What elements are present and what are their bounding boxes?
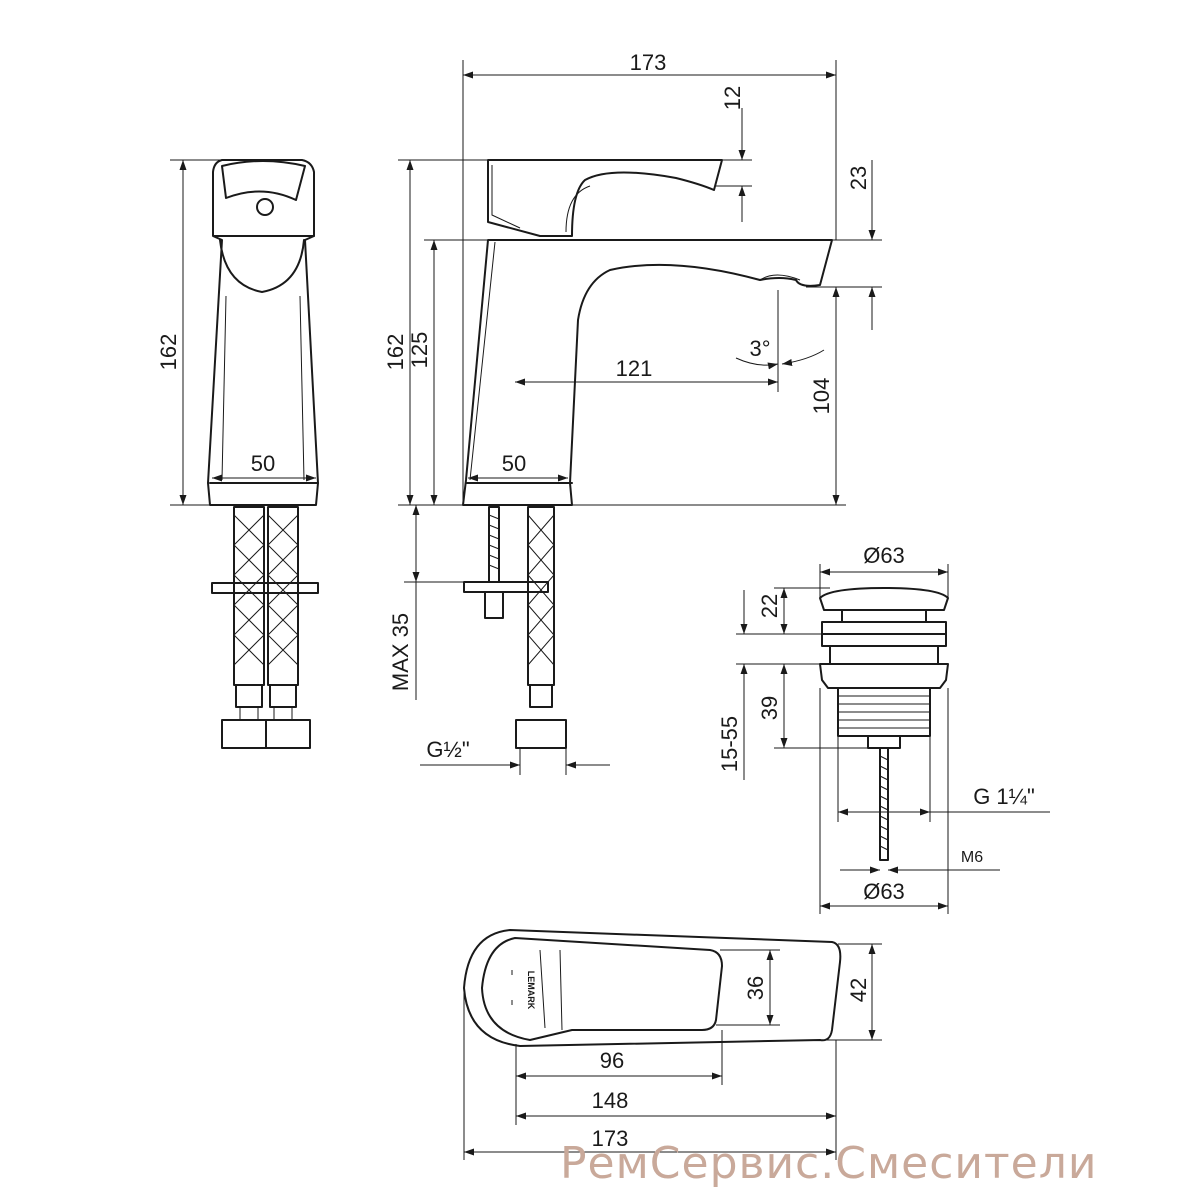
- top-brand-logo: LEMARK: [526, 971, 536, 1010]
- top-handle-outline: [481, 937, 723, 1041]
- drain-range-label: 15-55: [717, 716, 742, 772]
- drain-cap-height-label: 22: [757, 594, 782, 618]
- side-mount: [463, 506, 567, 749]
- front-view: 162 50: [156, 159, 319, 749]
- hose-thread-label: G½": [426, 737, 469, 762]
- front-inner-line: [221, 295, 305, 481]
- drain-cap: [819, 587, 949, 611]
- side-spout-height-label: 125: [407, 332, 432, 369]
- max-thickness-label: MAX 35: [388, 613, 413, 691]
- side-base-width-label: 50: [502, 451, 526, 476]
- top-96-label: 96: [600, 1048, 624, 1073]
- front-lever-curve: [219, 239, 305, 293]
- side-lever: [487, 159, 723, 237]
- watermark-text: РемСервис.Смесители: [560, 1138, 1098, 1189]
- side-angle-label: 3°: [749, 336, 770, 361]
- drain-top-dia-label: Ø63: [863, 543, 905, 568]
- front-body-outline: [207, 159, 319, 506]
- side-lever-23-label: 23: [846, 166, 871, 190]
- drain-body-height-label: 39: [757, 696, 782, 720]
- side-view: 173 12 23 162 125 121 3° 104: [383, 50, 882, 775]
- front-base-width-label: 50: [251, 451, 275, 476]
- drain-body: [819, 663, 949, 689]
- top-total-width-label: 42: [846, 978, 871, 1002]
- top-148-label: 148: [592, 1088, 629, 1113]
- side-height-label: 162: [383, 334, 408, 371]
- front-height-label: 162: [156, 334, 181, 371]
- top-body-outline: [463, 929, 842, 1047]
- side-reach-label: 121: [616, 356, 653, 381]
- drain-rod-label: M6: [961, 849, 983, 866]
- drain-thread-label: G 1¼": [973, 784, 1035, 809]
- top-173-label: 173: [592, 1126, 629, 1151]
- top-handle-width-label: 36: [743, 976, 768, 1000]
- top-view: LEMARK 36 42 96 148 173: [463, 929, 882, 1160]
- side-outlet-height-label: 104: [809, 378, 834, 415]
- side-body: [462, 239, 833, 506]
- front-hoses: [211, 506, 319, 749]
- drain-bottom-dia-label: Ø63: [863, 879, 905, 904]
- front-indicator-hole: [256, 198, 274, 216]
- side-lever-12-label: 12: [720, 86, 745, 110]
- front-handle-cap: [221, 160, 306, 201]
- side-total-width-label: 173: [630, 50, 667, 75]
- drain-view: Ø63 22 39 15-55 G 1¼" M6 Ø63: [717, 543, 1050, 914]
